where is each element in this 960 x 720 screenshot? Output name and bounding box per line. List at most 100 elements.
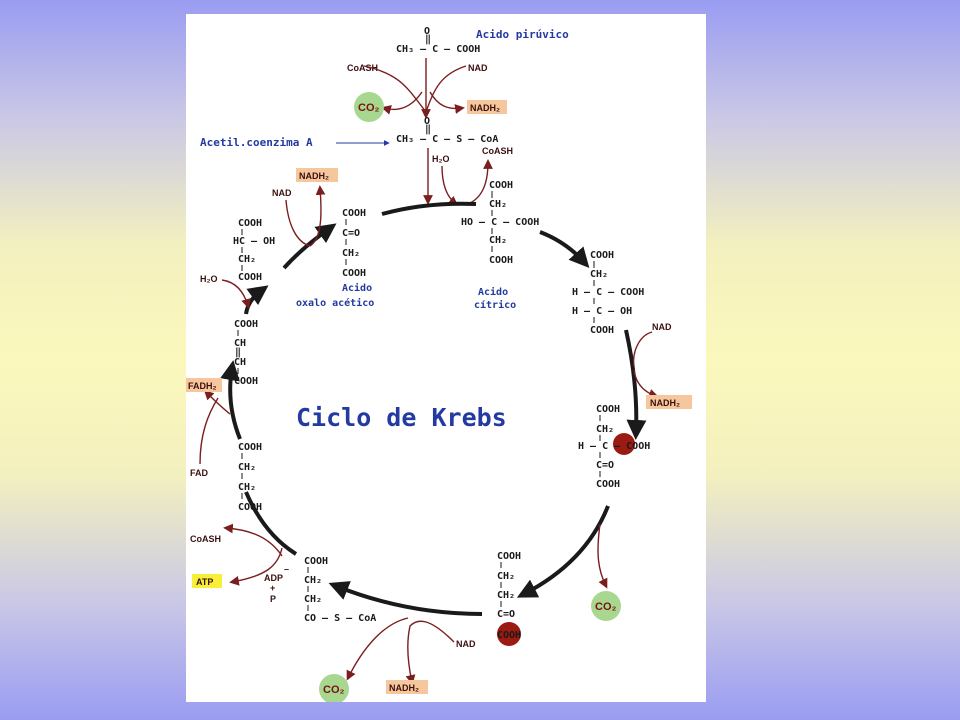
- nad-label: NAD: [468, 63, 488, 73]
- h2o-label-top: H₂O: [432, 154, 450, 164]
- plus-label: +: [270, 583, 275, 593]
- co2-bottom: CO₂: [319, 674, 349, 702]
- svg-text:CH: CH: [234, 338, 246, 349]
- svg-text:COOH: COOH: [238, 218, 262, 229]
- svg-text:‖: ‖: [425, 34, 431, 45]
- svg-text:CH₂: CH₂: [238, 462, 256, 473]
- svg-text:FADH₂: FADH₂: [188, 381, 217, 391]
- svg-text:COOH: COOH: [596, 404, 620, 415]
- p-label: P: [270, 594, 276, 604]
- malic-acid: COOH HC – OH CH₂ COOH: [233, 218, 275, 283]
- h2o-in-arrow: [441, 165, 459, 206]
- h2o-label-left: H₂O: [200, 274, 218, 284]
- svg-text:NADH₂: NADH₂: [299, 171, 329, 181]
- svg-text:CH: CH: [234, 357, 246, 368]
- coash-label-top: CoASH: [482, 146, 513, 156]
- svg-text:COOH: COOH: [489, 180, 513, 191]
- svg-text:CH₂: CH₂: [497, 571, 515, 582]
- ring-arc-fumarate-malate: [244, 285, 269, 315]
- svg-text:C=O: C=O: [497, 609, 515, 620]
- nad-label-left: NAD: [272, 188, 292, 198]
- pyruvic-acid: O ‖ CH₃ – C – COOH: [396, 26, 480, 55]
- fad-in-arrow: [199, 397, 219, 465]
- svg-text:C=O: C=O: [596, 460, 614, 471]
- nadh2-right: NADH₂: [646, 395, 692, 409]
- ring-arc-succinylcoa-succinate: [244, 491, 298, 556]
- svg-text:CH₂: CH₂: [596, 424, 614, 435]
- svg-text:ATP: ATP: [196, 577, 213, 587]
- ketoglutaric-acid: COOH CH₂ CH₂ C=O COOH: [497, 551, 521, 646]
- diagram-title: Ciclo de Krebs: [296, 403, 507, 432]
- co2-right: CO₂: [591, 591, 621, 621]
- isocitric-acid: COOH CH₂ H – C – COOH H – C – OH COOH: [572, 250, 644, 336]
- svg-text:CH₃ – C – S – CoA: CH₃ – C – S – CoA: [396, 134, 498, 145]
- fumaric-acid: COOH CH ‖ CH COOH: [234, 319, 258, 387]
- oxaloacetic-label-1: Acido: [342, 282, 372, 294]
- svg-text:CH₂: CH₂: [342, 248, 360, 259]
- svg-text:CO₂: CO₂: [323, 684, 345, 696]
- ring-arc-to-succinylcoa: [328, 581, 483, 616]
- svg-text:HC – OH: HC – OH: [233, 236, 275, 247]
- ring-arc-citrate-isocitrate: [539, 230, 590, 268]
- svg-text:COOH: COOH: [304, 556, 328, 567]
- svg-text:COOH: COOH: [590, 250, 614, 261]
- svg-text:C=O: C=O: [342, 228, 360, 239]
- coash-label: CoASH: [347, 63, 378, 73]
- nadh2-bottom: NADH₂: [386, 680, 428, 694]
- coash-label-left: CoASH: [190, 534, 221, 544]
- co2-out-arrow-bottom: [346, 617, 409, 681]
- svg-text:CH₂: CH₂: [590, 269, 608, 280]
- svg-text:O: O: [424, 116, 430, 127]
- svg-text:CH₂: CH₂: [497, 590, 515, 601]
- krebs-diagram-svg: O ‖ CH₃ – C – COOH Acido pirúvico CoASH …: [186, 26, 692, 702]
- pyruvic-acid-label: Acido pirúvico: [476, 28, 569, 41]
- nad-in-arrow-left: [285, 199, 311, 247]
- oxalosuccinic-acid: COOH CH₂ H – C – COOH C=O COOH: [578, 404, 650, 490]
- succinic-acid: COOH CH₂ CH₂ COOH: [238, 442, 262, 513]
- acetyl-coa-label: Acetil.coenzima A: [200, 136, 313, 149]
- nadh2-top: NADH₂: [467, 100, 507, 114]
- citric-acid-label-1: Acido: [478, 286, 508, 298]
- ring-arc-isocitrate-oxalosuccinate: [624, 329, 647, 440]
- nadh-out-arrow-bottom: [405, 620, 455, 685]
- co2-out-arrow-top: [381, 91, 423, 115]
- svg-text:COOH: COOH: [238, 442, 262, 453]
- ring-arc-to-ketoglutarate: [516, 505, 610, 598]
- co2-top: CO₂: [354, 92, 384, 122]
- krebs-cycle-figure: O ‖ CH₃ – C – COOH Acido pirúvico CoASH …: [186, 14, 706, 702]
- svg-text:O: O: [424, 26, 430, 37]
- oxaloacetic-label-2: oxalo acético: [296, 297, 374, 309]
- decarboxylation-dot-2: [497, 622, 521, 646]
- svg-text:COOH: COOH: [342, 208, 366, 219]
- coash-out-arrow: [467, 159, 493, 205]
- svg-text:COOH: COOH: [489, 255, 513, 266]
- svg-text:H – C – COOH: H – C – COOH: [572, 287, 644, 298]
- nad-in-arrow-right: [632, 331, 653, 367]
- svg-text:CH₂: CH₂: [489, 235, 507, 246]
- ring-arc-oxalo-citrate: [381, 201, 477, 216]
- oxaloacetic-acid: COOH C=O CH₂ COOH: [342, 208, 366, 279]
- svg-text:NADH₂: NADH₂: [650, 398, 680, 408]
- nadh2-left: NADH₂: [296, 168, 338, 182]
- fad-label: FAD: [190, 468, 209, 478]
- svg-text:NADH₂: NADH₂: [389, 683, 419, 693]
- svg-text:CO₂: CO₂: [358, 102, 380, 114]
- citric-acid: COOH CH₂ HO – C – COOH CH₂ COOH: [461, 180, 539, 266]
- coash-out-arrow-left: [223, 523, 283, 557]
- svg-text:COOH: COOH: [596, 479, 620, 490]
- svg-text:COOH: COOH: [238, 272, 262, 283]
- svg-text:COOH: COOH: [497, 551, 521, 562]
- svg-text:COOH: COOH: [238, 502, 262, 513]
- svg-text:CH₂: CH₂: [304, 575, 322, 586]
- svg-text:COOH: COOH: [342, 268, 366, 279]
- svg-text:CH₂: CH₂: [238, 254, 256, 265]
- nadh-out-arrow-right: [633, 369, 659, 399]
- minus-label: –: [284, 564, 289, 574]
- nad-label-right: NAD: [652, 322, 672, 332]
- svg-text:COOH: COOH: [234, 319, 258, 330]
- atp-out-arrow: [229, 547, 283, 586]
- svg-text:H – C – OH: H – C – OH: [572, 306, 632, 317]
- svg-text:CH₂: CH₂: [489, 199, 507, 210]
- svg-text:CH₂: CH₂: [304, 594, 322, 605]
- fadh2-tag: FADH₂: [186, 378, 222, 392]
